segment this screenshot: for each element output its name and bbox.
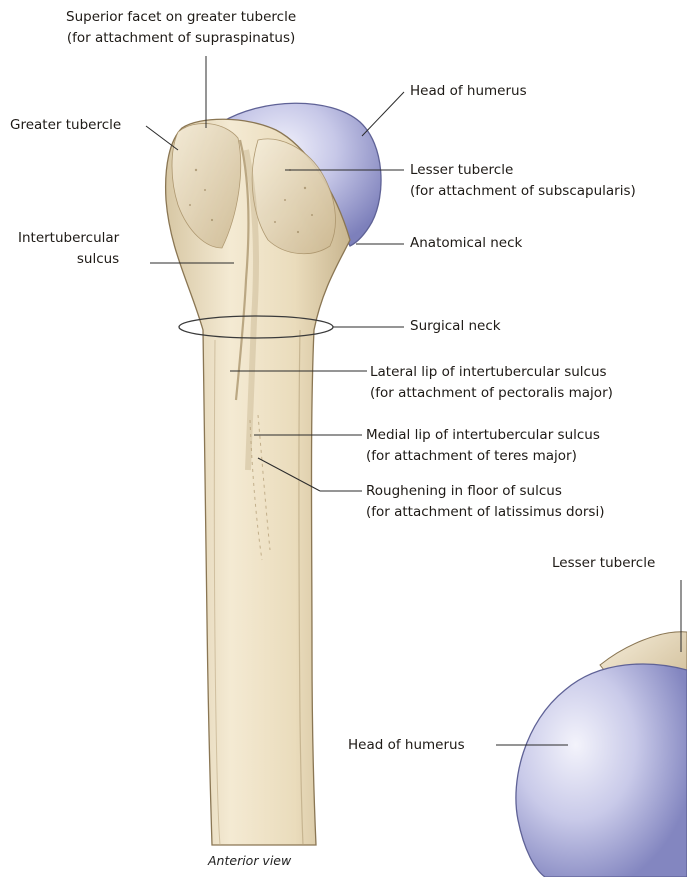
label-roughening-line2: (for attachment of latissimus dorsi) [366, 502, 604, 523]
label-head-of-humerus-superior: Head of humerus [348, 735, 465, 756]
label-roughening-line1: Roughening in floor of sulcus [366, 481, 604, 502]
label-superior-facet: Superior facet on greater tubercle (for … [66, 7, 296, 49]
label-surgical-neck: Surgical neck [410, 316, 501, 337]
label-intertubercular-line1: Intertubercular [18, 228, 119, 249]
label-lesser-tubercle-superior-text: Lesser tubercle [552, 555, 655, 571]
label-lesser-tubercle-superior: Lesser tubercle [552, 553, 655, 574]
label-intertubercular-sulcus: Intertubercular sulcus [18, 228, 119, 270]
label-anatomical-neck: Anatomical neck [410, 233, 522, 254]
label-medial-lip-line2: (for attachment of teres major) [366, 446, 600, 467]
label-lateral-lip-line2: (for attachment of pectoralis major) [370, 383, 613, 404]
label-greater-tubercle: Greater tubercle [10, 115, 121, 136]
label-medial-lip-line1: Medial lip of intertubercular sulcus [366, 425, 600, 446]
label-lesser-tubercle: Lesser tubercle (for attachment of subsc… [410, 160, 636, 202]
caption-anterior-view-text: Anterior view [208, 853, 291, 868]
label-superior-facet-line2: (for attachment of supraspinatus) [66, 28, 296, 49]
label-lesser-tubercle-line1: Lesser tubercle [410, 160, 636, 181]
label-head-of-humerus: Head of humerus [410, 81, 527, 102]
label-greater-tubercle-text: Greater tubercle [10, 117, 121, 133]
label-head-of-humerus-text: Head of humerus [410, 83, 527, 99]
caption-anterior-view: Anterior view [208, 853, 291, 868]
label-surgical-neck-text: Surgical neck [410, 318, 501, 334]
label-lateral-lip: Lateral lip of intertubercular sulcus (f… [370, 362, 613, 404]
label-head-of-humerus-superior-text: Head of humerus [348, 737, 465, 753]
head-of-humerus-superior-shape [516, 664, 687, 877]
label-medial-lip: Medial lip of intertubercular sulcus (fo… [366, 425, 600, 467]
label-superior-facet-line1: Superior facet on greater tubercle [66, 7, 296, 28]
label-intertubercular-line2: sulcus [18, 249, 119, 270]
label-lateral-lip-line1: Lateral lip of intertubercular sulcus [370, 362, 613, 383]
label-lesser-tubercle-line2: (for attachment of subscapularis) [410, 181, 636, 202]
label-anatomical-neck-text: Anatomical neck [410, 235, 522, 251]
label-roughening: Roughening in floor of sulcus (for attac… [366, 481, 604, 523]
